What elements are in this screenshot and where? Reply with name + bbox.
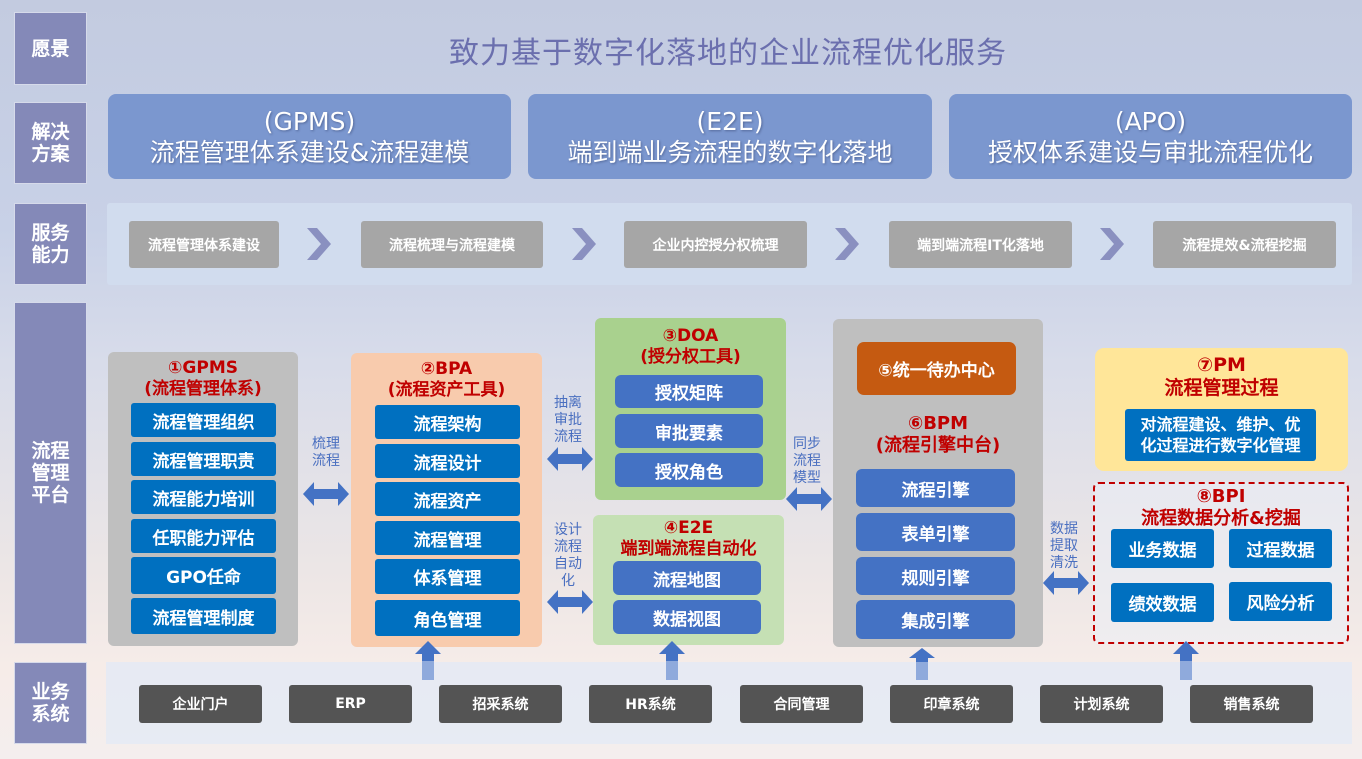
doa-title-name: (授分权工具): [640, 347, 741, 367]
gpms-title: ①GPMS (流程管理体系): [108, 358, 298, 400]
up-arrow-icon: [909, 648, 935, 680]
double-arrow-icon: [786, 487, 832, 511]
double-arrow-icon: [303, 482, 349, 506]
solution-name: 流程管理体系建设&流程建模: [149, 137, 470, 167]
business-system: 印章系统: [890, 685, 1013, 723]
chevron-right-icon: [307, 228, 331, 260]
bpa-item: 流程管理: [375, 521, 520, 555]
bpa-title-code: ②BPA: [420, 359, 473, 379]
chevron-right-icon: [835, 228, 859, 260]
row-label-business: 业务 系统: [14, 662, 87, 744]
business-system: 招采系统: [439, 685, 562, 723]
doa-title: ③DOA (授分权工具): [595, 326, 786, 368]
row-label-platform: 流程 管理 平台: [14, 302, 87, 644]
connector-label-bpa-doa: 抽离 审批 流程: [554, 395, 582, 445]
todo-center: ⑤统一待办中心: [857, 342, 1016, 395]
chevron-right-icon: [1100, 228, 1124, 260]
gpms-item: GPO任命: [131, 557, 276, 594]
bpa-item: 流程架构: [375, 405, 520, 439]
doa-item: 授权角色: [615, 453, 763, 487]
connector-label-bpa-e2e: 设计 流程 自动 化: [554, 522, 582, 589]
e2e-title: ④E2E 端到端流程自动化: [593, 518, 784, 560]
business-system: 合同管理: [740, 685, 863, 723]
bpa-item: 流程设计: [375, 444, 520, 478]
e2e-item: 数据视图: [613, 600, 761, 634]
bpi-item: 风险分析: [1229, 582, 1332, 621]
solution-code: (GPMS): [263, 106, 356, 136]
capability-step: 端到端流程IT化落地: [889, 221, 1072, 268]
solution-apo: (APO) 授权体系建设与审批流程优化: [949, 94, 1352, 179]
up-arrow-icon: [659, 641, 685, 680]
row-label-vision: 愿景: [14, 12, 87, 85]
double-arrow-icon: [547, 590, 593, 614]
pm-title-code: ⑦PM: [1197, 354, 1246, 376]
capability-step: 流程管理体系建设: [129, 221, 279, 268]
bpm-title: ⑥BPM (流程引擎中台): [833, 413, 1043, 457]
up-arrow-icon: [1173, 641, 1199, 680]
gpms-item: 流程能力培训: [131, 480, 276, 514]
solution-e2e: (E2E) 端到端业务流程的数字化落地: [528, 94, 932, 179]
gpms-item: 流程管理组织: [131, 403, 276, 437]
pm-title-name: 流程管理过程: [1164, 377, 1279, 399]
gpms-item: 流程管理职责: [131, 442, 276, 476]
bpi-item: 业务数据: [1111, 529, 1214, 568]
capability-step: 流程提效&流程挖掘: [1153, 221, 1336, 268]
chevron-right-icon: [572, 228, 596, 260]
gpms-title-code: ①GPMS: [168, 358, 238, 378]
solution-name: 端到端业务流程的数字化落地: [567, 137, 893, 167]
gpms-item: 流程管理制度: [131, 598, 276, 634]
bpa-item: 角色管理: [375, 600, 520, 636]
solution-code: (E2E): [696, 106, 764, 136]
solution-code: (APO): [1114, 106, 1187, 136]
solution-name: 授权体系建设与审批流程优化: [987, 137, 1313, 167]
double-arrow-icon: [547, 447, 593, 471]
bpi-item: 绩效数据: [1111, 583, 1214, 622]
bpm-item: 集成引擎: [856, 600, 1015, 639]
e2e-item: 流程地图: [613, 561, 761, 595]
pm-description: 对流程建设、维护、优化过程进行数字化管理: [1125, 409, 1316, 461]
bpa-title: ②BPA (流程资产工具): [351, 359, 542, 401]
connector-label-doa-bpm: 同步 流程 模型: [793, 436, 821, 486]
e2e-title-name: 端到端流程自动化: [620, 539, 757, 559]
capability-step: 企业内控授分权梳理: [624, 221, 807, 268]
doa-title-code: ③DOA: [662, 326, 719, 346]
bpa-item: 体系管理: [375, 559, 520, 594]
e2e-title-code: ④E2E: [663, 518, 714, 538]
pm-title: ⑦PM 流程管理过程: [1095, 354, 1348, 400]
doa-item: 审批要素: [615, 414, 763, 448]
business-system: HR系统: [589, 685, 712, 723]
business-system: 销售系统: [1190, 685, 1313, 723]
bpi-title-name: 流程数据分析&挖掘: [1141, 508, 1301, 529]
bpm-item: 规则引擎: [856, 557, 1015, 595]
bpa-item: 流程资产: [375, 482, 520, 516]
business-system: 企业门户: [139, 685, 262, 723]
business-system: 计划系统: [1040, 685, 1163, 723]
vision-title: 致力基于数字化落地的企业流程优化服务: [449, 36, 1007, 71]
bpi-title: ⑧BPI 流程数据分析&挖掘: [1093, 486, 1349, 530]
gpms-title-name: (流程管理体系): [144, 379, 262, 399]
double-arrow-icon: [1043, 571, 1089, 595]
up-arrow-icon: [415, 641, 441, 680]
gpms-item: 任职能力评估: [131, 519, 276, 553]
bpm-item: 表单引擎: [856, 513, 1015, 551]
bpa-title-name: (流程资产工具): [387, 380, 506, 400]
bpi-item: 过程数据: [1229, 529, 1332, 568]
row-label-capabilities: 服务 能力: [14, 203, 87, 285]
business-system: ERP: [289, 685, 412, 723]
doa-item: 授权矩阵: [615, 375, 763, 408]
row-label-solutions: 解决 方案: [14, 102, 87, 184]
bpm-title-code: ⑥BPM: [907, 413, 969, 434]
connector-label-gpms-bpa: 梳理 流程: [312, 436, 340, 469]
bpm-title-name: (流程引擎中台): [875, 435, 1001, 456]
connector-label-bpm-bpi: 数据 提取 清洗: [1050, 521, 1078, 571]
bpm-item: 流程引擎: [856, 469, 1015, 507]
capability-step: 流程梳理与流程建模: [361, 221, 543, 268]
bpi-title-code: ⑧BPI: [1196, 486, 1246, 507]
solution-gpms: (GPMS) 流程管理体系建设&流程建模: [108, 94, 511, 179]
